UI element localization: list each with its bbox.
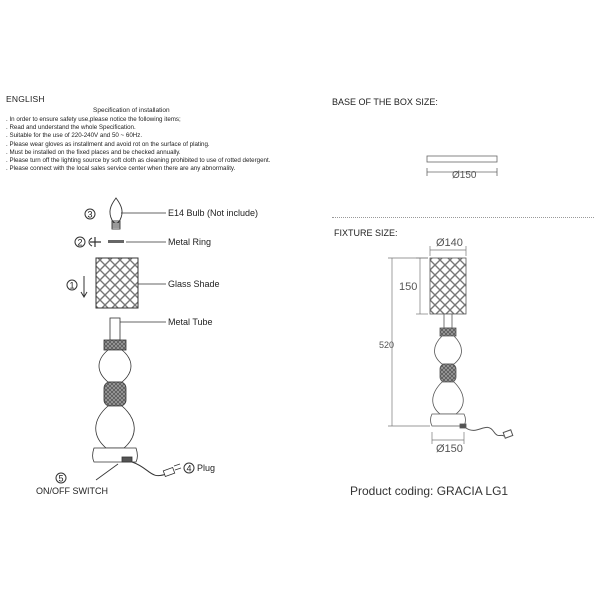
shade-label: Glass Shade — [168, 279, 220, 289]
number-circle — [84, 208, 96, 220]
language-heading: ENGLISH — [6, 94, 45, 104]
instruction-item: . Must be installed on the fixed places … — [6, 148, 181, 156]
box-size-title: BASE OF THE BOX SIZE: — [332, 97, 438, 107]
fixture-plug — [502, 429, 514, 439]
instruction-item: . Please connect with the local sales se… — [6, 165, 236, 173]
instruction-item: . In order to ensure safety use,please n… — [6, 116, 181, 123]
ring-number: 2 — [77, 238, 82, 248]
cable — [131, 461, 167, 476]
ring-illustration — [88, 237, 124, 247]
shade-height-dim: 150 — [399, 281, 417, 293]
total-height-dim: 520 — [379, 340, 394, 350]
plug-number: 4 — [186, 464, 191, 474]
instruction-item: . Read and understand the whole Specific… — [6, 124, 136, 132]
number-circle — [183, 462, 195, 474]
spec-title: Specification of installation — [93, 107, 170, 114]
dimension-lines — [388, 246, 467, 444]
number-circle — [66, 279, 78, 291]
box-diameter: Ø150 — [452, 170, 477, 181]
fixture-drawing — [429, 257, 467, 429]
base-diameter-dim: Ø150 — [436, 443, 463, 455]
fixture-cable — [465, 426, 505, 437]
product-coding: Product coding: GRACIA LG1 — [350, 484, 509, 498]
lamp-base-illustration — [92, 317, 166, 463]
number-circle — [55, 472, 67, 484]
bulb-number: 3 — [87, 210, 92, 220]
bulb-label: E14 Bulb (Not include) — [168, 208, 258, 218]
instruction-item: . Please turn off the lighting source by… — [6, 157, 271, 165]
leader-line — [95, 463, 119, 481]
instruction-item: . Suitable for the use of 220-240V and 5… — [6, 132, 143, 140]
section-divider — [332, 217, 594, 218]
instruction-list: . In order to ensure safety use,please n… — [6, 116, 270, 173]
shade-number: 1 — [69, 281, 74, 291]
switch-label: ON/OFF SWITCH — [36, 486, 108, 496]
plug-illustration — [162, 463, 182, 478]
tube-label: Metal Tube — [168, 317, 213, 327]
fixture-size-title: FIXTURE SIZE: — [334, 228, 398, 238]
ring-label: Metal Ring — [168, 237, 211, 247]
box-base-drawing — [426, 155, 498, 176]
shade-diameter-dim: Ø140 — [436, 237, 463, 249]
plug-label: Plug — [197, 463, 215, 473]
switch-number: 5 — [58, 474, 63, 484]
number-circle — [74, 236, 86, 248]
instruction-item: . Please wear gloves as installment and … — [6, 140, 210, 148]
bulb-illustration — [109, 197, 123, 230]
glass-shade-illustration — [80, 257, 139, 309]
